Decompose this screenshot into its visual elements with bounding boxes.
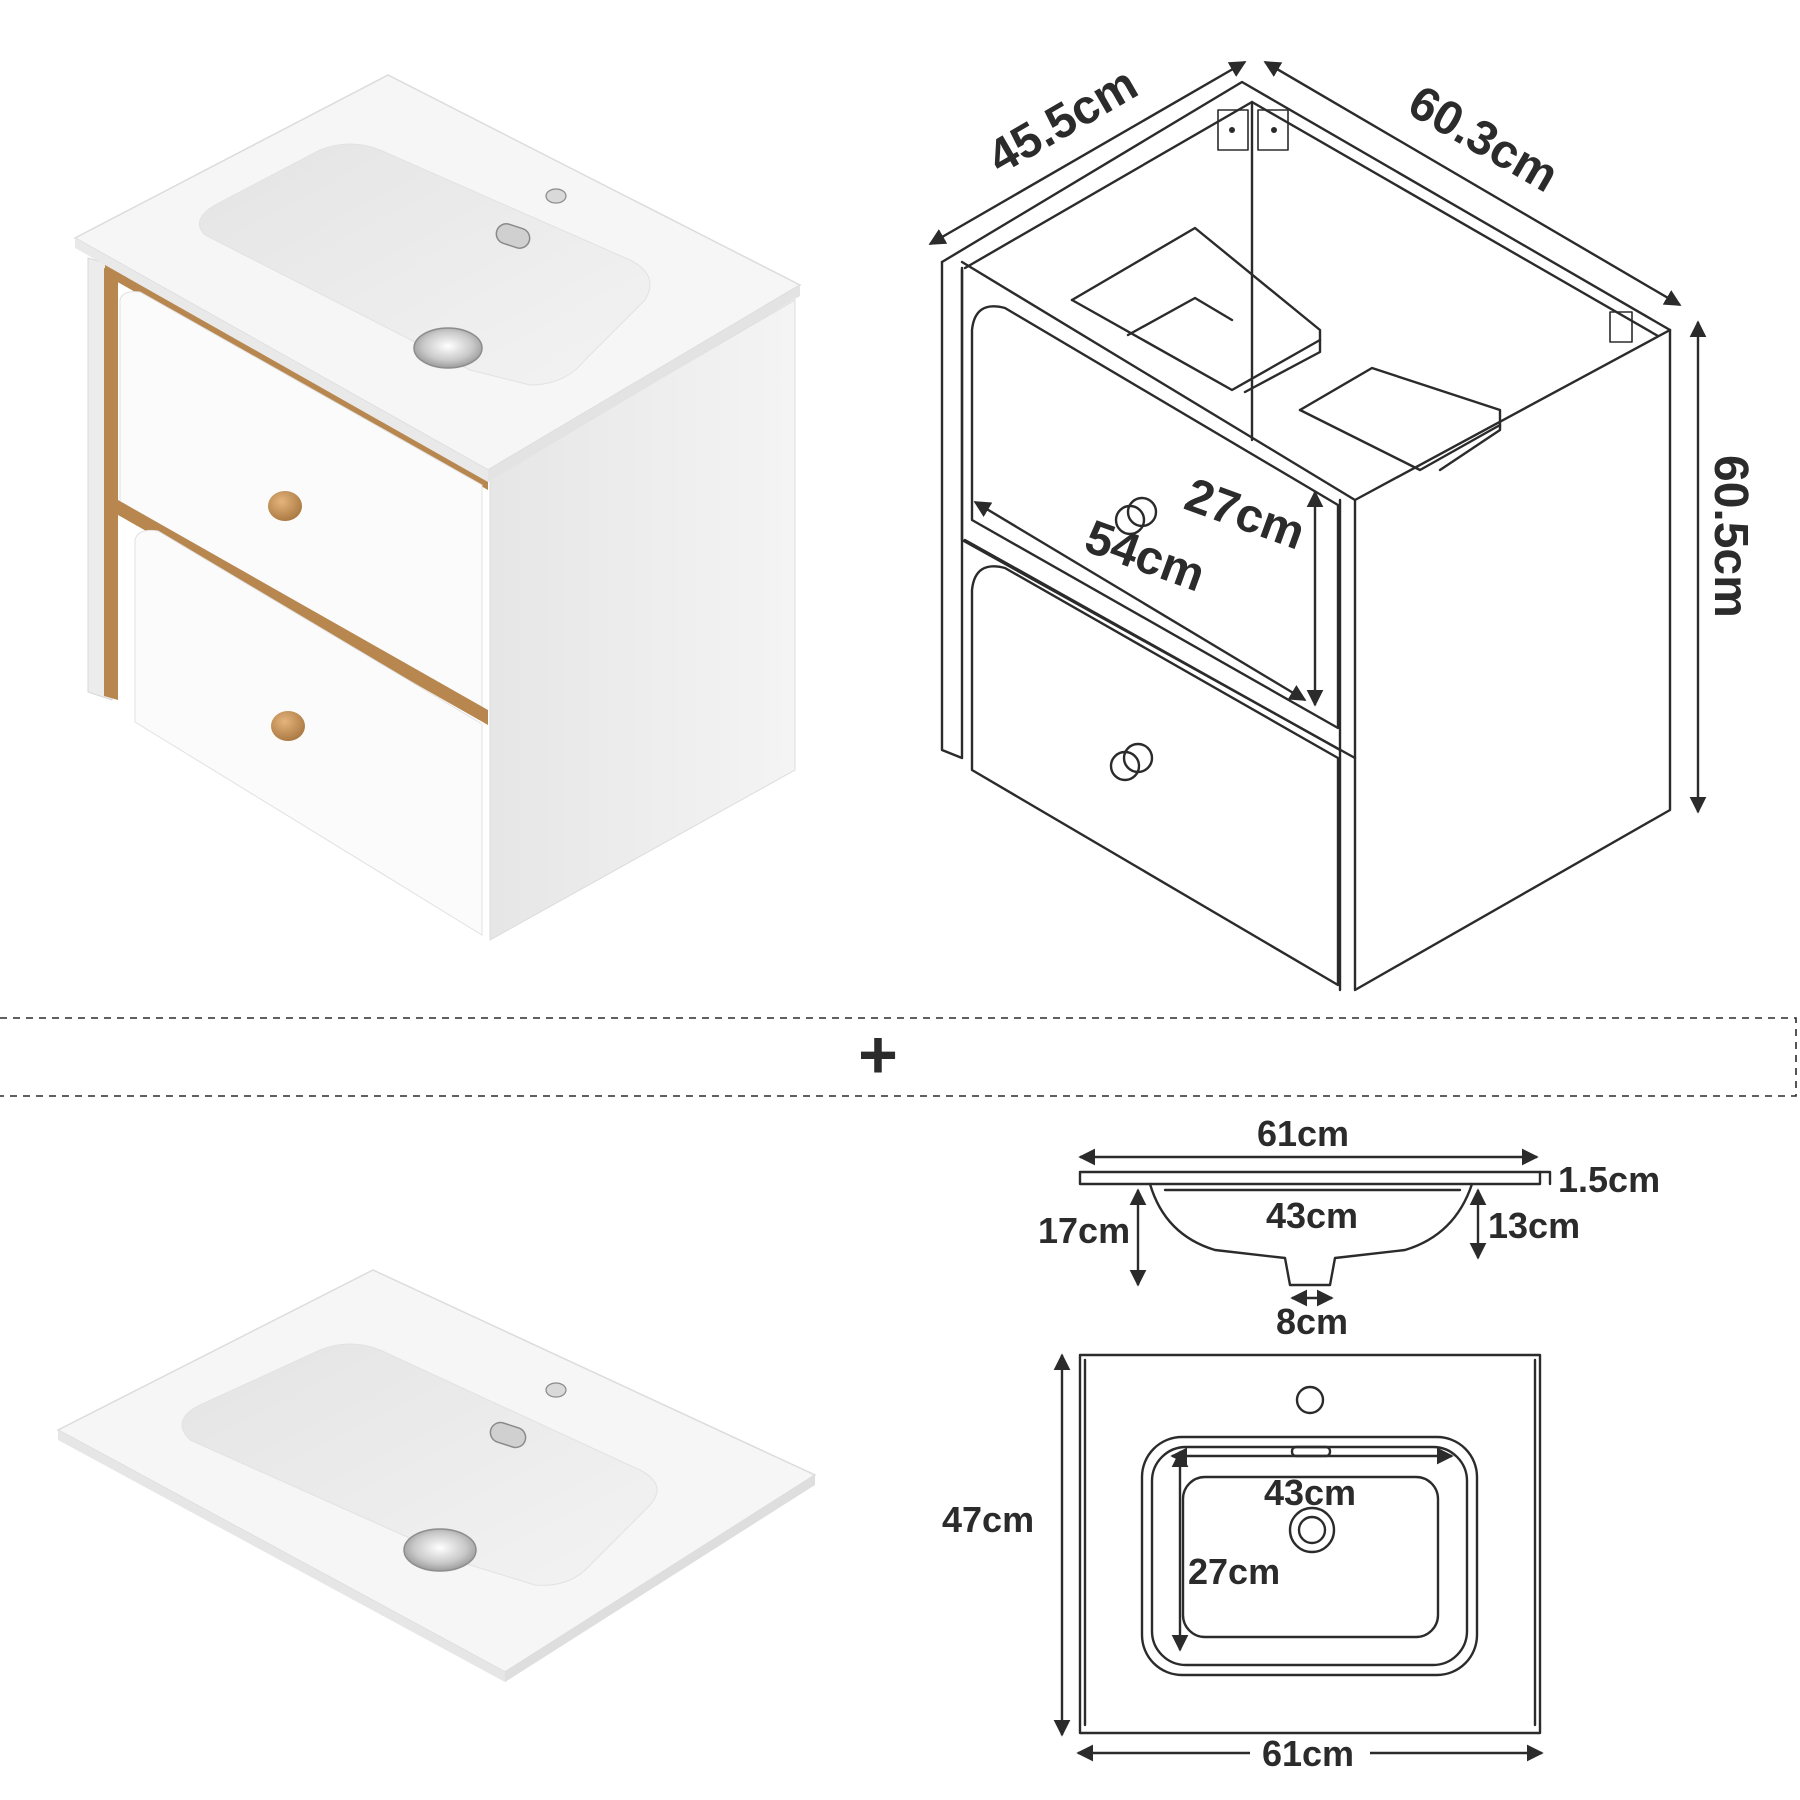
basin-top-bowl-length-label: 27cm (1188, 1551, 1280, 1592)
cabinet-width-label: 60.3cm (1400, 76, 1567, 203)
basin-rim-thickness-label: 1.5cm (1558, 1159, 1660, 1200)
basin-top-view (1053, 1353, 1544, 1762)
basin-top-depth-label: 47cm (942, 1499, 1034, 1540)
wall-bracket-icon (1217, 109, 1633, 343)
basin-overall-width-label: 61cm (1257, 1113, 1349, 1154)
basin-bowl-width-label: 43cm (1266, 1195, 1358, 1236)
drawer-knob-icon (268, 491, 305, 741)
section-separator (0, 1017, 1797, 1097)
plus-sign: + (858, 1017, 898, 1093)
basin-top-bowl-width-label: 43cm (1264, 1472, 1356, 1513)
basin-side-view (1078, 1148, 1552, 1307)
basin-total-depth-label: 17cm (1038, 1210, 1130, 1251)
basin-top-width-label: 61cm (1262, 1733, 1354, 1774)
basin-drain-width-label: 8cm (1276, 1301, 1348, 1342)
cabinet-depth-label: 45.5cm (979, 57, 1146, 184)
cabinet-height-label: 60.5cm (1704, 455, 1757, 618)
drawer-height-label: 27cm (1178, 469, 1311, 561)
basin-render (56, 1269, 817, 1682)
drawer-width-label: 54cm (1078, 511, 1211, 603)
vanity-cabinet-render (73, 74, 802, 941)
basin-bowl-depth-label: 13cm (1488, 1205, 1580, 1246)
cabinet-line-drawing (928, 60, 1707, 992)
